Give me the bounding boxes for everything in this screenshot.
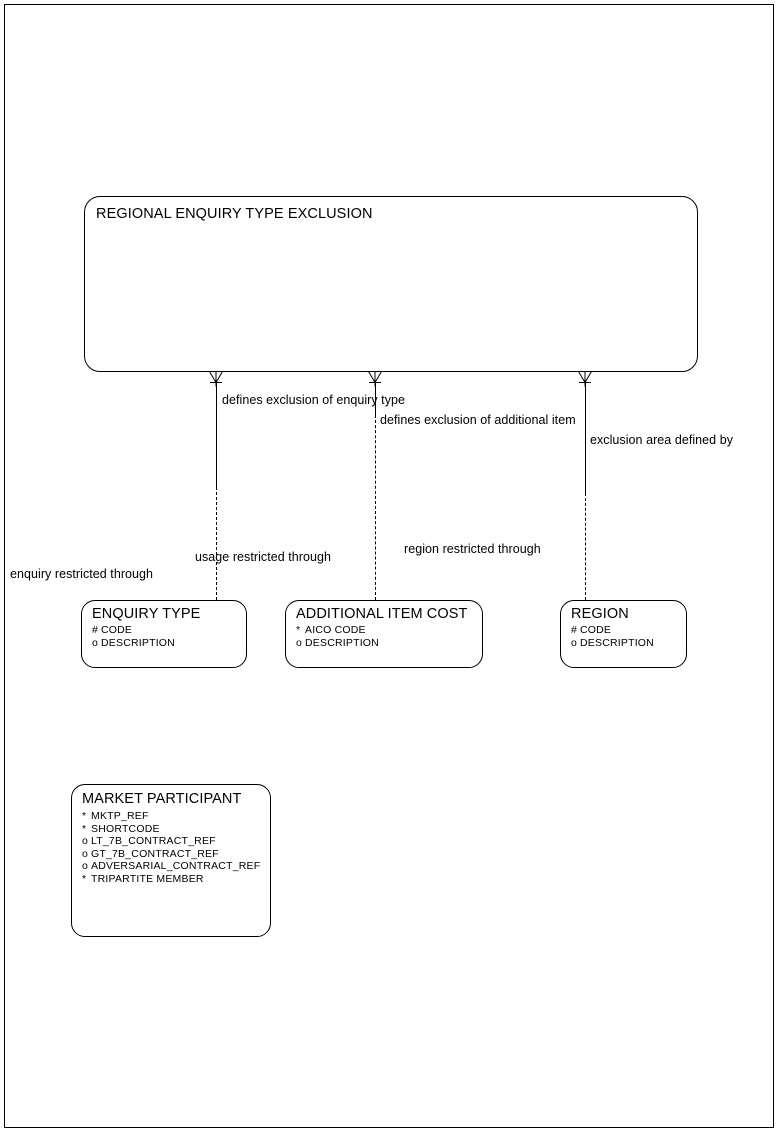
attribute-marker: o — [571, 636, 578, 649]
relationship-label-exclusion-area-defined-by: exclusion area defined by — [590, 433, 734, 447]
entity-title: ENQUIRY TYPE — [92, 606, 201, 622]
attribute-marker: o — [82, 847, 89, 860]
entity-title: REGIONAL ENQUIRY TYPE EXCLUSION — [96, 206, 373, 222]
connector-region-dashed — [585, 493, 586, 600]
attribute-label: DESCRIPTION — [580, 636, 654, 649]
attribute-label: GT_7B_CONTRACT_REF — [91, 847, 219, 860]
connector-enquiry-type-solid — [216, 381, 217, 487]
attribute-label: MKTP_REF — [91, 810, 149, 822]
entity-regional-enquiry-type-exclusion[interactable]: REGIONAL ENQUIRY TYPE EXCLUSION — [84, 196, 698, 372]
attribute-marker: * — [82, 822, 87, 835]
attribute-label: SHORTCODE — [91, 822, 160, 835]
attribute-label: AICO CODE — [305, 624, 366, 636]
attribute-marker: # — [571, 624, 578, 636]
attribute-marker: o — [296, 636, 303, 649]
attribute-row: * SHORTCODE — [82, 823, 260, 836]
attribute-row: * AICO CODE — [296, 624, 379, 637]
attribute-label: DESCRIPTION — [305, 636, 379, 649]
attribute-marker: * — [82, 810, 87, 822]
relationship-label-region-restricted-through: region restricted through — [404, 542, 541, 556]
crowsfoot-icon-enquiry-type — [207, 371, 225, 387]
attribute-row: #CODE — [571, 624, 654, 637]
entity-title: REGION — [571, 606, 629, 622]
attribute-marker: # — [92, 624, 99, 636]
attribute-label: CODE — [101, 624, 133, 636]
attribute-label: DESCRIPTION — [101, 636, 175, 649]
connector-additional-item-solid — [375, 381, 376, 415]
attribute-marker: * — [82, 872, 87, 885]
page-border — [4, 4, 774, 1128]
entity-title: ADDITIONAL ITEM COST — [296, 606, 468, 622]
attribute-label: CODE — [580, 624, 612, 636]
crowsfoot-icon-region — [576, 371, 594, 387]
crowsfoot-icon-additional-item-cost — [366, 371, 384, 387]
entity-title: MARKET PARTICIPANT — [82, 791, 242, 807]
relationship-label-enquiry-restricted-through: enquiry restricted through — [10, 567, 154, 581]
attribute-marker: o — [92, 636, 99, 649]
connector-enquiry-type-dashed — [216, 487, 217, 600]
entity-market-participant[interactable]: MARKET PARTICIPANT * MKTP_REF * SHORTCODE … — [71, 784, 271, 937]
attribute-marker: o — [82, 860, 89, 873]
relationship-label-defines-exclusion-of-additional-item: defines exclusion of additional item — [380, 413, 576, 427]
attribute-marker: o — [82, 835, 89, 848]
attribute-row: #CODE — [92, 624, 175, 637]
connector-region-solid — [585, 381, 586, 493]
relationship-label-defines-exclusion-of-enquiry-type: defines exclusion of enquiry type — [222, 393, 406, 407]
attribute-row: * MKTP_REF — [82, 810, 260, 823]
connector-additional-item-dashed — [375, 415, 376, 600]
attribute-label: ADVERSARIAL_CONTRACT_REF — [91, 860, 261, 873]
attribute-row: * TRIPARTITE MEMBER — [82, 873, 260, 886]
relationship-label-usage-restricted-through: usage restricted through — [195, 550, 332, 564]
attribute-label: LT_7B_CONTRACT_REF — [91, 835, 216, 848]
attribute-marker: * — [296, 624, 301, 636]
attribute-label: TRIPARTITE MEMBER — [91, 872, 204, 885]
